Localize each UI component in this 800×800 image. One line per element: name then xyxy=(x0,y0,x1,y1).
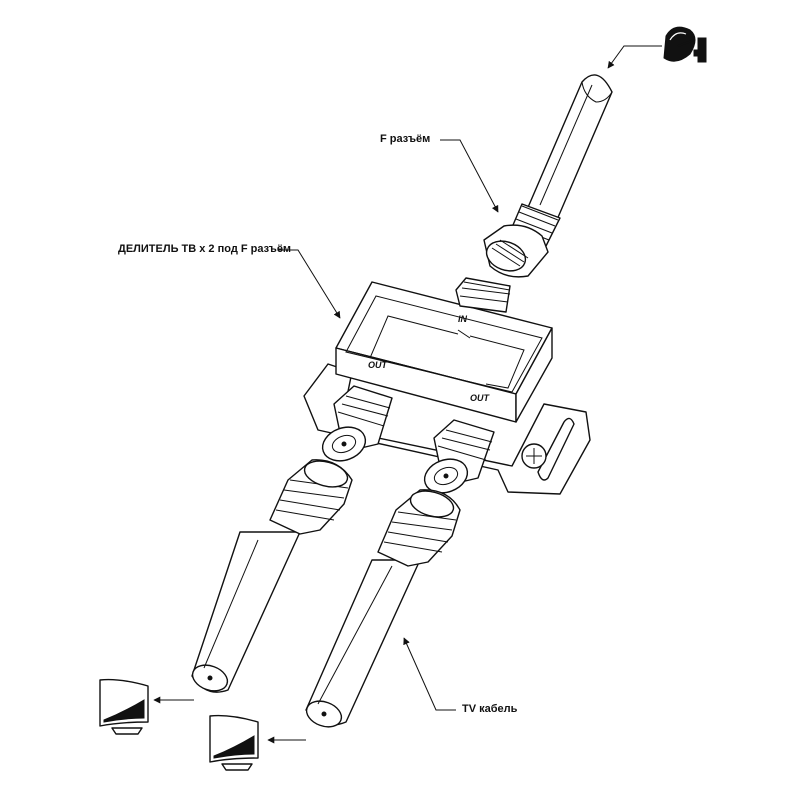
leader-tv-cable xyxy=(403,637,456,711)
f-connector xyxy=(483,224,549,278)
tv-cable-label: TV кабель xyxy=(462,703,518,715)
tv-icon-right xyxy=(209,714,259,771)
input-port-label: IN xyxy=(458,314,467,324)
output-port-left-label: OUT xyxy=(368,360,387,370)
splitter-body xyxy=(303,281,591,495)
leader-splitter xyxy=(278,249,341,319)
output-port-left xyxy=(321,385,393,462)
tv-icon-left xyxy=(99,678,149,735)
leader-satellite xyxy=(607,45,662,69)
input-port xyxy=(455,277,511,313)
output-port-right-label: OUT xyxy=(470,393,489,403)
f-connector-label: F разъём xyxy=(380,133,431,145)
satellite-dish-icon xyxy=(663,26,707,63)
right-output-cable xyxy=(305,559,421,728)
splitter-label: ДЕЛИТЕЛЬ ТВ х 2 под F разъём xyxy=(118,243,292,255)
right-cable-connector xyxy=(377,489,461,567)
left-output-cable xyxy=(191,531,301,693)
top-cable xyxy=(525,74,613,223)
left-cable-connector xyxy=(269,459,353,535)
output-port-right xyxy=(423,419,495,494)
leader-f-connector xyxy=(440,139,499,213)
